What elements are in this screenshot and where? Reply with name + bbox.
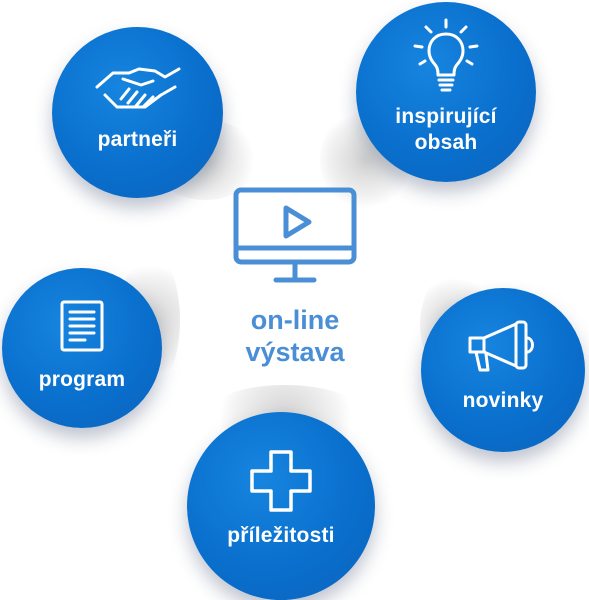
node-inspirujici-line2: obsah — [414, 131, 478, 154]
center-title-line2: výstava — [245, 337, 345, 367]
document-icon — [60, 300, 104, 352]
node-partneri-label: partneři — [97, 127, 178, 151]
node-prilezitosti-label: příležitosti — [227, 524, 335, 547]
center-title: on-line výstava — [245, 304, 344, 368]
lightbulb-icon — [413, 18, 479, 92]
node-novinky-label: novinky — [462, 389, 544, 412]
megaphone-icon — [468, 320, 534, 372]
node-program-label: program — [38, 368, 126, 391]
node-inspirujici-label: inspirující obsah — [395, 104, 496, 156]
node-prilezitosti[interactable]: příležitosti — [187, 412, 375, 600]
center-title-line1: on-line — [250, 305, 340, 335]
handshake-icon — [95, 67, 180, 108]
node-program[interactable]: program — [2, 268, 162, 428]
monitor-play-icon — [233, 187, 357, 283]
plus-icon — [250, 450, 312, 512]
node-inspirujici-obsah[interactable]: inspirující obsah — [356, 2, 536, 182]
node-partneri[interactable]: partneři — [52, 27, 223, 198]
node-inspirujici-line1: inspirující — [395, 105, 497, 128]
node-novinky[interactable]: novinky — [421, 288, 585, 452]
center-node[interactable]: on-line výstava — [200, 186, 390, 386]
